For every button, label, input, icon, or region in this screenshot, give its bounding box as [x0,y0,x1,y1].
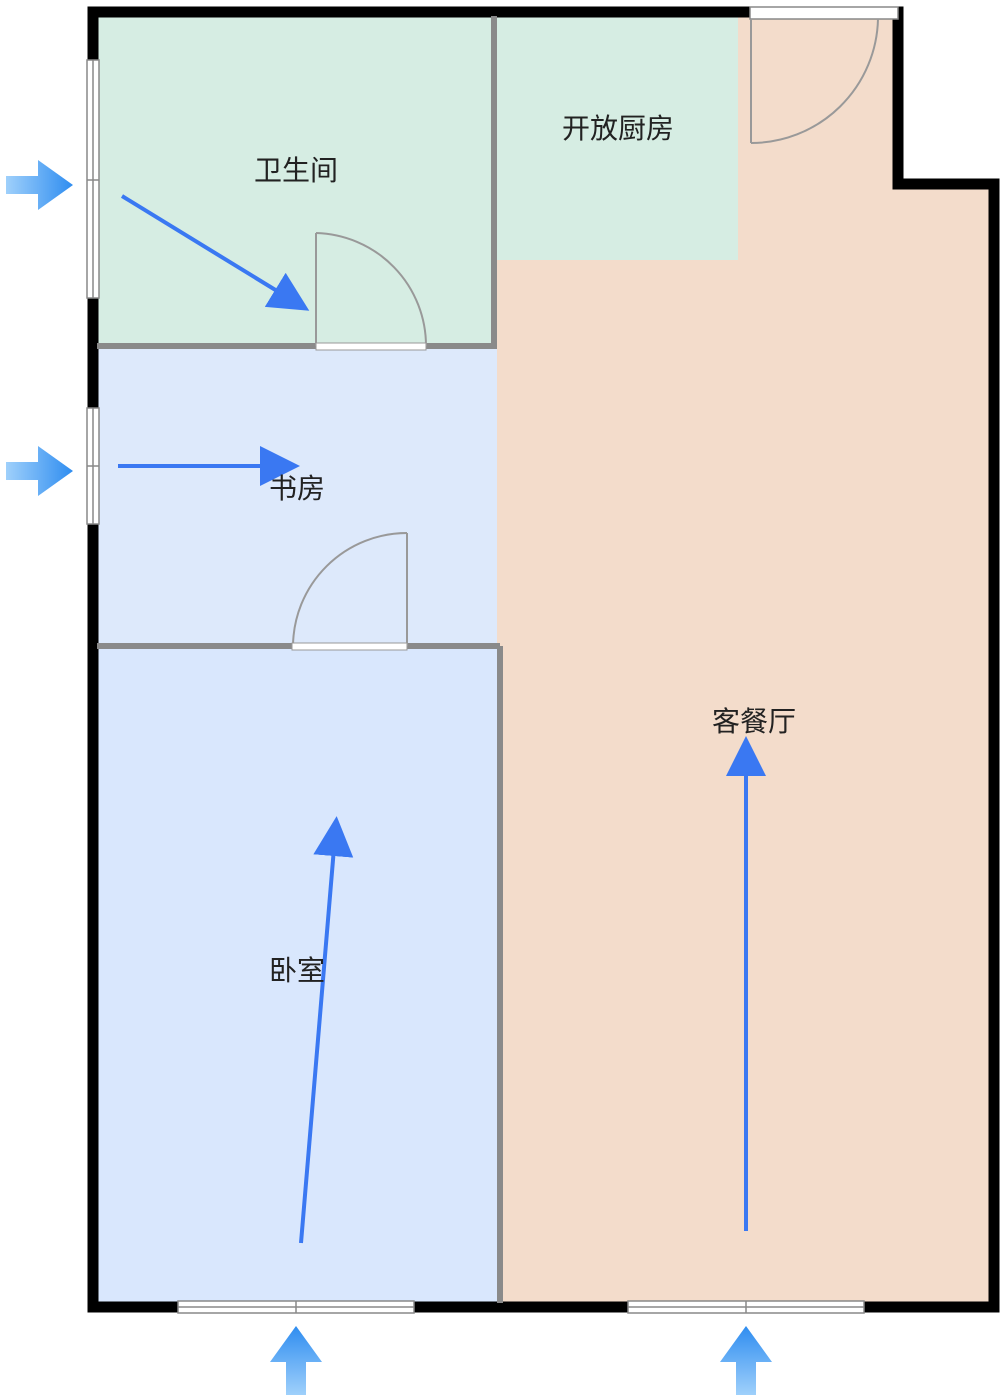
arrow-icon [720,1326,772,1395]
window-top-entrance [749,6,899,20]
window-bottom-bedroom [177,1300,415,1314]
room-kitchen [497,14,738,260]
room-study [97,346,497,646]
arrow-icon [6,160,73,210]
arrow-icon [270,1326,322,1395]
door-swing-icon [750,18,879,144]
room-label-bedroom: 卧室 [269,954,325,987]
arrow-icon [120,194,310,311]
entry-arrows [6,160,772,1395]
window-left-study [86,407,100,525]
outer-walls [87,6,1000,1313]
room-label-bathroom: 卫生间 [254,154,338,187]
interior-walls [97,16,503,1303]
door-swing-icon [315,232,427,351]
room-bedroom [97,646,500,1303]
room-label-living-dining: 客餐厅 [712,705,796,738]
window-left-bathroom [86,59,100,299]
room-label-kitchen: 开放厨房 [562,112,674,145]
arrow-icon [299,816,354,1244]
window-bottom-living [627,1300,865,1314]
room-living-dining [497,14,992,1303]
arrow-icon [6,446,73,496]
door-swing-icon [291,532,408,651]
room-label-study: 书房 [269,472,325,505]
flow-arrows [118,194,766,1244]
